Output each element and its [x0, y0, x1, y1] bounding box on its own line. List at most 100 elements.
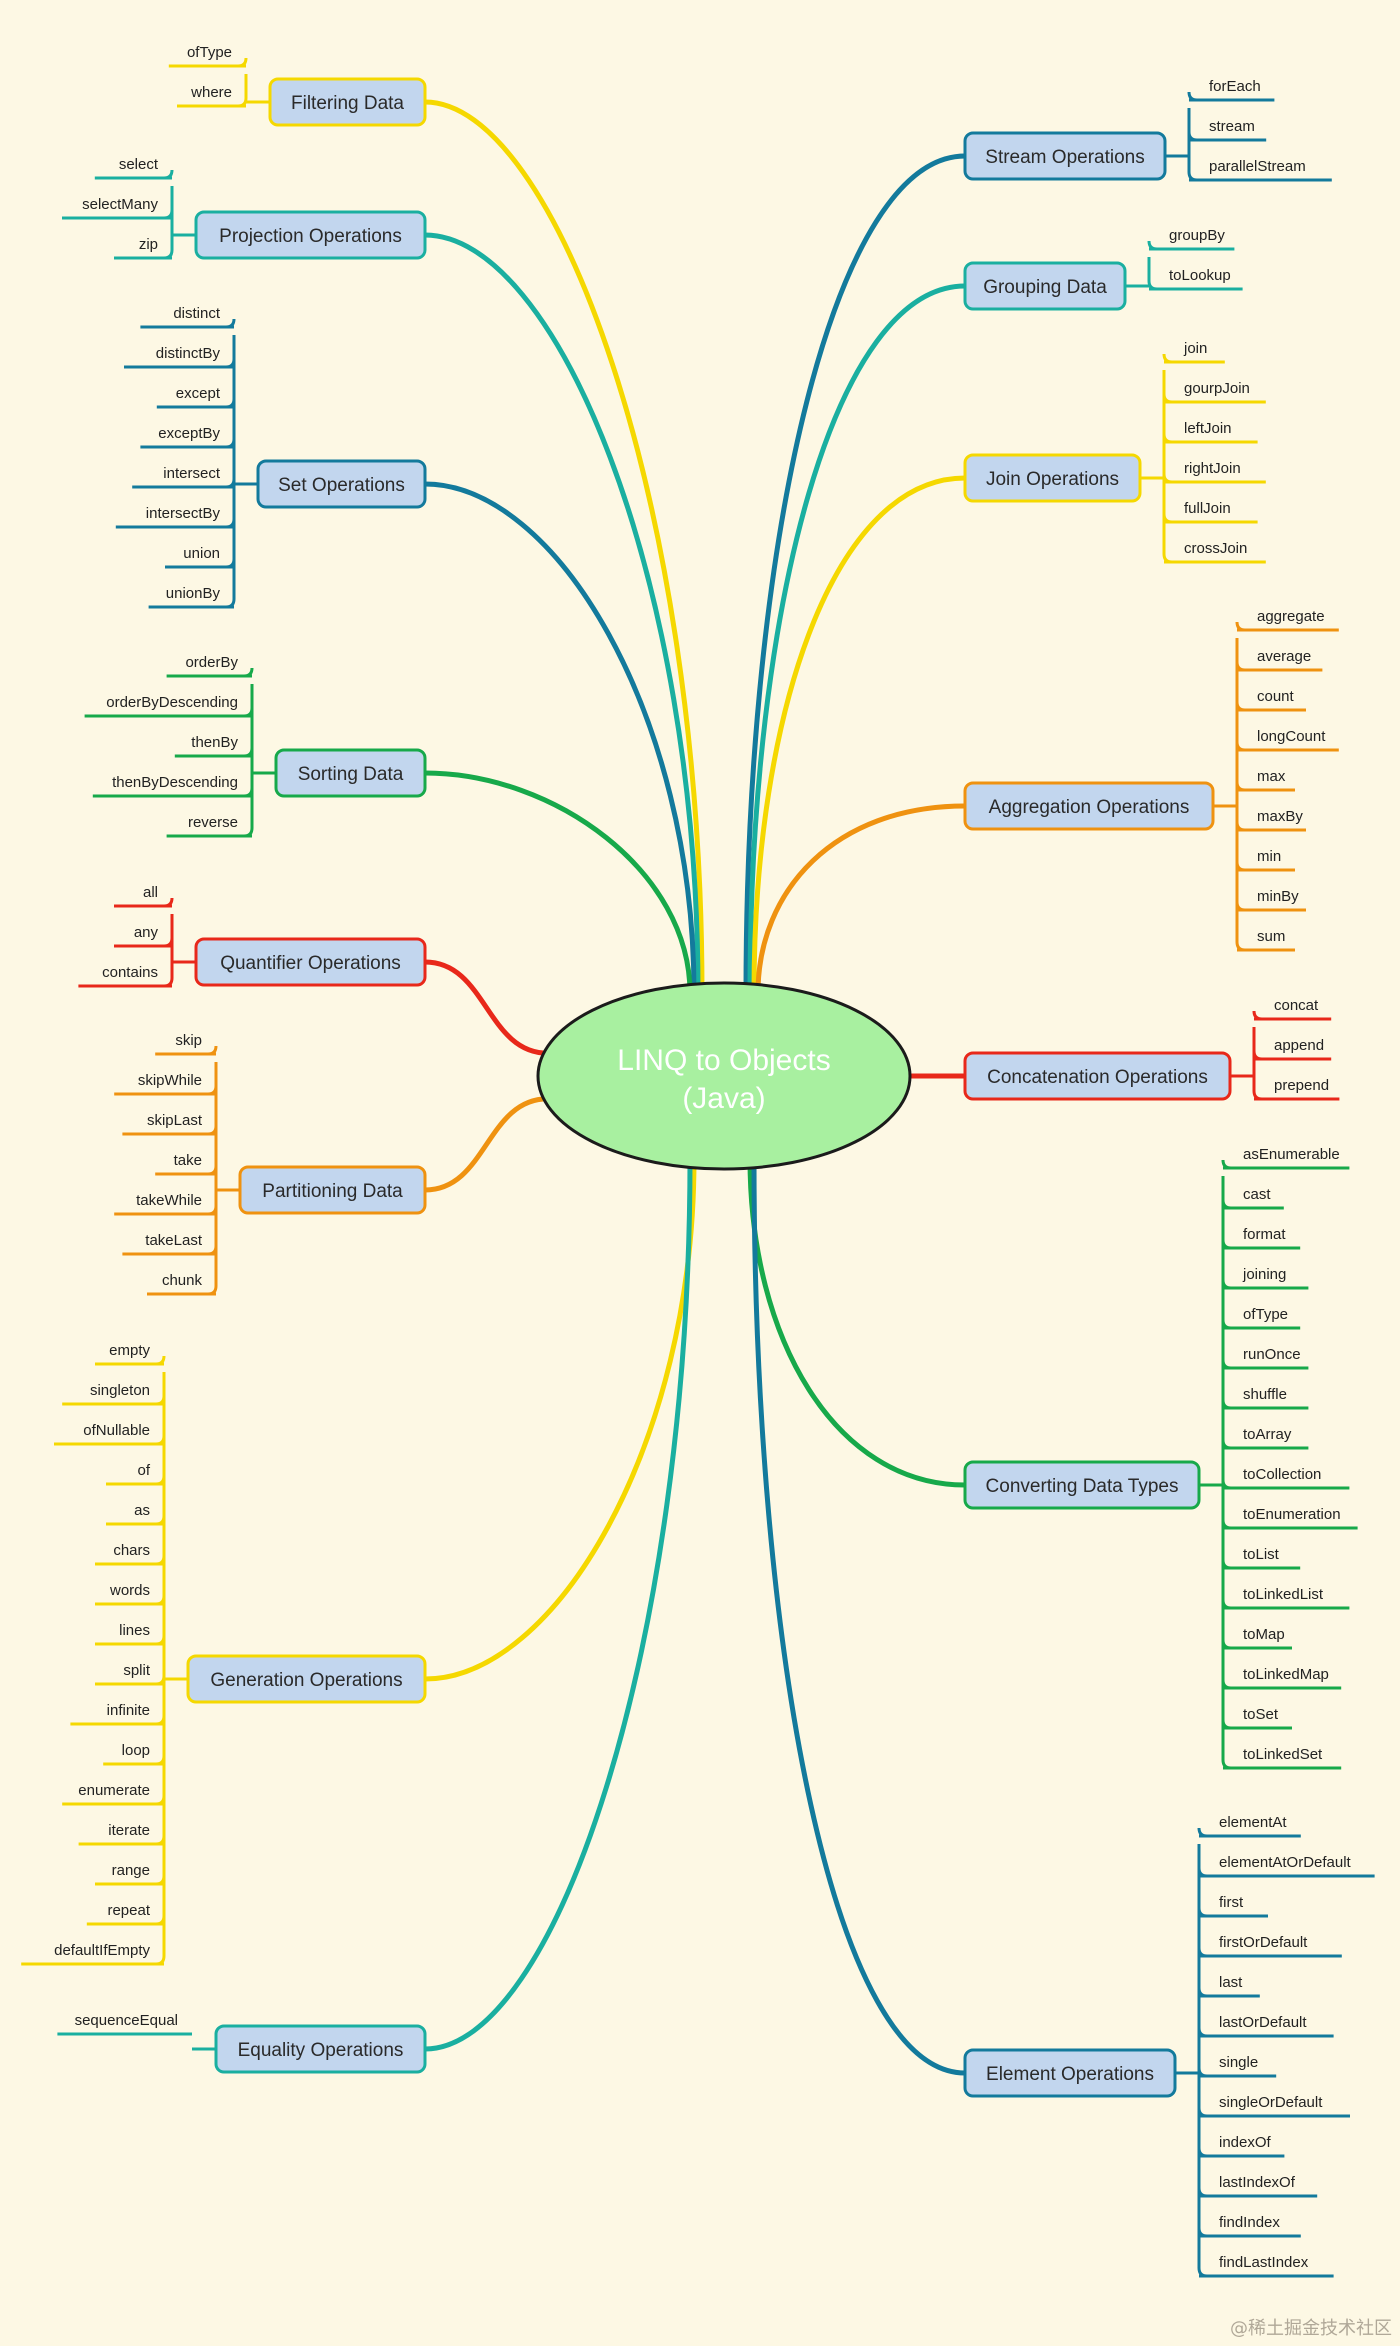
leaf-item[interactable]: skipLast [147, 1112, 203, 1129]
leaf-item[interactable]: parallelStream [1209, 158, 1306, 175]
leaf-item[interactable]: orderByDescending [106, 694, 238, 711]
leaf-item[interactable]: iterate [108, 1822, 150, 1839]
leaf-item[interactable]: toSet [1243, 1706, 1279, 1723]
branch-curve-partitioning [422, 1096, 551, 1193]
leaf-item[interactable]: takeLast [145, 1232, 203, 1249]
leaf-item[interactable]: shuffle [1243, 1386, 1287, 1403]
leaf-item[interactable]: first [1219, 1894, 1244, 1911]
leaf-item[interactable]: lines [119, 1622, 150, 1639]
leaf-item[interactable]: range [112, 1862, 150, 1879]
leaf-item[interactable]: empty [109, 1342, 150, 1359]
leaf-item[interactable]: repeat [107, 1902, 150, 1919]
leaf-item[interactable]: max [1257, 768, 1286, 785]
leaf-item[interactable]: skipWhile [138, 1072, 202, 1089]
leaf-item[interactable]: groupBy [1169, 227, 1225, 244]
leaf-item[interactable]: ofNullable [83, 1422, 150, 1439]
leaf-item[interactable]: join [1183, 340, 1207, 357]
leaf-item[interactable]: ofType [1243, 1306, 1288, 1323]
leaf-item[interactable]: format [1243, 1226, 1286, 1243]
leaf-item[interactable]: takeWhile [136, 1192, 202, 1209]
leaf-item[interactable]: toLinkedMap [1243, 1666, 1329, 1683]
leaf-item[interactable]: singleOrDefault [1219, 2094, 1323, 2111]
leaf-item[interactable]: as [134, 1502, 150, 1519]
leaf-item[interactable]: min [1257, 848, 1281, 865]
leaf-item[interactable]: skip [175, 1032, 202, 1049]
leaf-item[interactable]: enumerate [78, 1782, 150, 1799]
leaf-item[interactable]: any [134, 924, 159, 941]
leaf-item[interactable]: distinctBy [156, 345, 221, 362]
leaf-item[interactable]: intersect [163, 465, 221, 482]
leaf-item[interactable]: stream [1209, 118, 1255, 135]
leaf-item[interactable]: distinct [173, 305, 221, 322]
leaf-item[interactable]: aggregate [1257, 608, 1325, 625]
leaf-item[interactable]: single [1219, 2054, 1258, 2071]
leaf-item[interactable]: findLastIndex [1219, 2254, 1309, 2271]
leaf-item[interactable]: crossJoin [1184, 540, 1247, 557]
leaf-item[interactable]: toEnumeration [1243, 1506, 1341, 1523]
leaf-item[interactable]: unionBy [166, 585, 221, 602]
leaf-item[interactable]: words [109, 1582, 150, 1599]
leaf-item[interactable]: select [119, 156, 159, 173]
leaf-item[interactable]: last [1219, 1974, 1243, 1991]
leaf-item[interactable]: thenBy [191, 734, 238, 751]
leaf-item[interactable]: elementAtOrDefault [1219, 1854, 1352, 1871]
leaf-item[interactable]: defaultIfEmpty [54, 1942, 150, 1959]
leaf-item[interactable]: sequenceEqual [75, 2012, 178, 2029]
leaf-item[interactable]: asEnumerable [1243, 1146, 1340, 1163]
leaf-item[interactable]: append [1274, 1037, 1324, 1054]
leaf-item[interactable]: sum [1257, 928, 1285, 945]
leaf-item[interactable]: ofType [187, 44, 232, 61]
leaf-item[interactable]: runOnce [1243, 1346, 1301, 1363]
leaf-item[interactable]: chars [113, 1542, 150, 1559]
leaf-item[interactable]: orderBy [185, 654, 238, 671]
leaf-item[interactable]: where [190, 84, 232, 101]
leaf-item[interactable]: minBy [1257, 888, 1299, 905]
leaf-item[interactable]: toLookup [1169, 267, 1231, 284]
leaf-item[interactable]: prepend [1274, 1077, 1329, 1094]
leaf-item[interactable]: count [1257, 688, 1295, 705]
leaf-item[interactable]: rightJoin [1184, 460, 1241, 477]
leaf-item[interactable]: toCollection [1243, 1466, 1321, 1483]
leaf-item[interactable]: intersectBy [146, 505, 221, 522]
leaf-item[interactable]: toArray [1243, 1426, 1292, 1443]
leaf-item[interactable]: maxBy [1257, 808, 1303, 825]
leaf-item[interactable]: elementAt [1219, 1814, 1287, 1831]
leaf-item[interactable]: cast [1243, 1186, 1271, 1203]
leaf-item[interactable]: loop [122, 1742, 150, 1759]
leaf-item[interactable]: exceptBy [158, 425, 220, 442]
leaf-item[interactable]: gourpJoin [1184, 380, 1250, 397]
leaf-item[interactable]: except [176, 385, 221, 402]
leaf-item[interactable]: indexOf [1219, 2134, 1272, 2151]
leaf-item[interactable]: take [174, 1152, 202, 1169]
leaf-item[interactable]: concat [1274, 997, 1319, 1014]
leaf-item[interactable]: toMap [1243, 1626, 1285, 1643]
leaf-item[interactable]: findIndex [1219, 2214, 1280, 2231]
leaf-item[interactable]: fullJoin [1184, 500, 1231, 517]
leaf-item[interactable]: toList [1243, 1546, 1280, 1563]
leaf-item[interactable]: average [1257, 648, 1311, 665]
leaf-item[interactable]: leftJoin [1184, 420, 1232, 437]
leaf-item[interactable]: toLinkedList [1243, 1586, 1324, 1603]
leaf-item[interactable]: longCount [1257, 728, 1326, 745]
leaf-item[interactable]: union [183, 545, 220, 562]
leaf-item[interactable]: forEach [1209, 78, 1261, 95]
leaf-item[interactable]: chunk [162, 1272, 203, 1289]
center-node[interactable] [536, 981, 912, 1171]
topic-label-projection: Projection Operations [219, 226, 402, 247]
leaf-item[interactable]: thenByDescending [112, 774, 238, 791]
leaf-item[interactable]: selectMany [82, 196, 158, 213]
leaf-item[interactable]: reverse [188, 814, 238, 831]
leaf-item[interactable]: joining [1242, 1266, 1286, 1283]
leaf-item[interactable]: infinite [107, 1702, 150, 1719]
leaf-item[interactable]: singleton [90, 1382, 150, 1399]
leaf-item[interactable]: toLinkedSet [1243, 1746, 1323, 1763]
leaf-item[interactable]: of [137, 1462, 150, 1479]
leaf-item[interactable]: contains [102, 964, 158, 981]
leaf-item[interactable]: lastIndexOf [1219, 2174, 1296, 2191]
leaf-item[interactable]: all [143, 884, 158, 901]
leaf-item[interactable]: zip [139, 236, 158, 253]
leaf-item[interactable]: split [123, 1662, 151, 1679]
leaf-item[interactable]: lastOrDefault [1219, 2014, 1307, 2031]
leaf-item[interactable]: firstOrDefault [1219, 1934, 1308, 1951]
branch-curve-equality [422, 1156, 693, 2052]
